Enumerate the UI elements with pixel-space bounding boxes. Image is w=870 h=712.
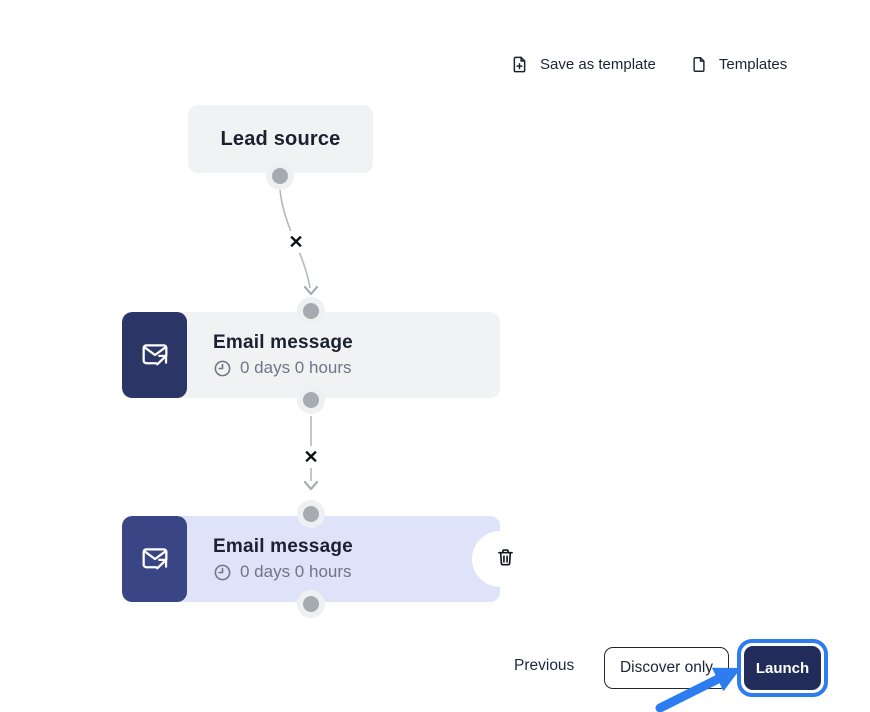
- launch-button[interactable]: Launch: [744, 646, 821, 690]
- email-node-1-delay-text: 0 days 0 hours: [240, 358, 352, 377]
- connection-dot[interactable]: [303, 596, 319, 612]
- email-node-2-title: Email message: [213, 536, 353, 557]
- file-icon: [690, 55, 708, 74]
- save-as-template-label: Save as template: [540, 56, 656, 73]
- email-node-2-delay: 0 days 0 hours: [213, 562, 500, 582]
- email-node-1-delay: 0 days 0 hours: [213, 358, 500, 378]
- email-node-2-body: Email message 0 days 0 hours: [187, 516, 500, 602]
- connection-dot[interactable]: [272, 168, 288, 184]
- file-plus-icon: [510, 55, 529, 74]
- save-as-template-button[interactable]: Save as template: [510, 55, 656, 74]
- edge-x-marker[interactable]: ✕: [285, 231, 307, 253]
- connection-dot[interactable]: [303, 506, 319, 522]
- templates-label: Templates: [718, 56, 788, 73]
- clock-icon: [213, 359, 232, 378]
- trash-icon: [495, 547, 516, 571]
- email-node-1-title: Email message: [213, 332, 353, 353]
- previous-button[interactable]: Previous: [514, 657, 575, 674]
- connection-dot[interactable]: [303, 303, 319, 319]
- email-node-2-delay-text: 0 days 0 hours: [240, 562, 352, 581]
- email-send-icon: [122, 312, 187, 398]
- templates-button[interactable]: Templates: [690, 55, 787, 74]
- lead-source-title: Lead source: [220, 127, 341, 150]
- builder-toolbar: Save as template Templates: [510, 55, 787, 74]
- delete-node-button[interactable]: [472, 531, 528, 587]
- email-node-1-body: Email message 0 days 0 hours: [187, 312, 500, 398]
- edge-x-marker[interactable]: ✕: [300, 446, 322, 468]
- connection-dot[interactable]: [303, 392, 319, 408]
- email-message-node-1[interactable]: Email message 0 days 0 hours: [122, 312, 500, 398]
- lead-source-node[interactable]: Lead source: [188, 105, 373, 173]
- email-message-node-2[interactable]: Email message 0 days 0 hours: [122, 516, 500, 602]
- discover-only-button[interactable]: Discover only: [604, 647, 729, 689]
- launch-highlight-ring: Launch: [737, 639, 828, 697]
- clock-icon: [213, 563, 232, 582]
- email-send-icon: [122, 516, 187, 602]
